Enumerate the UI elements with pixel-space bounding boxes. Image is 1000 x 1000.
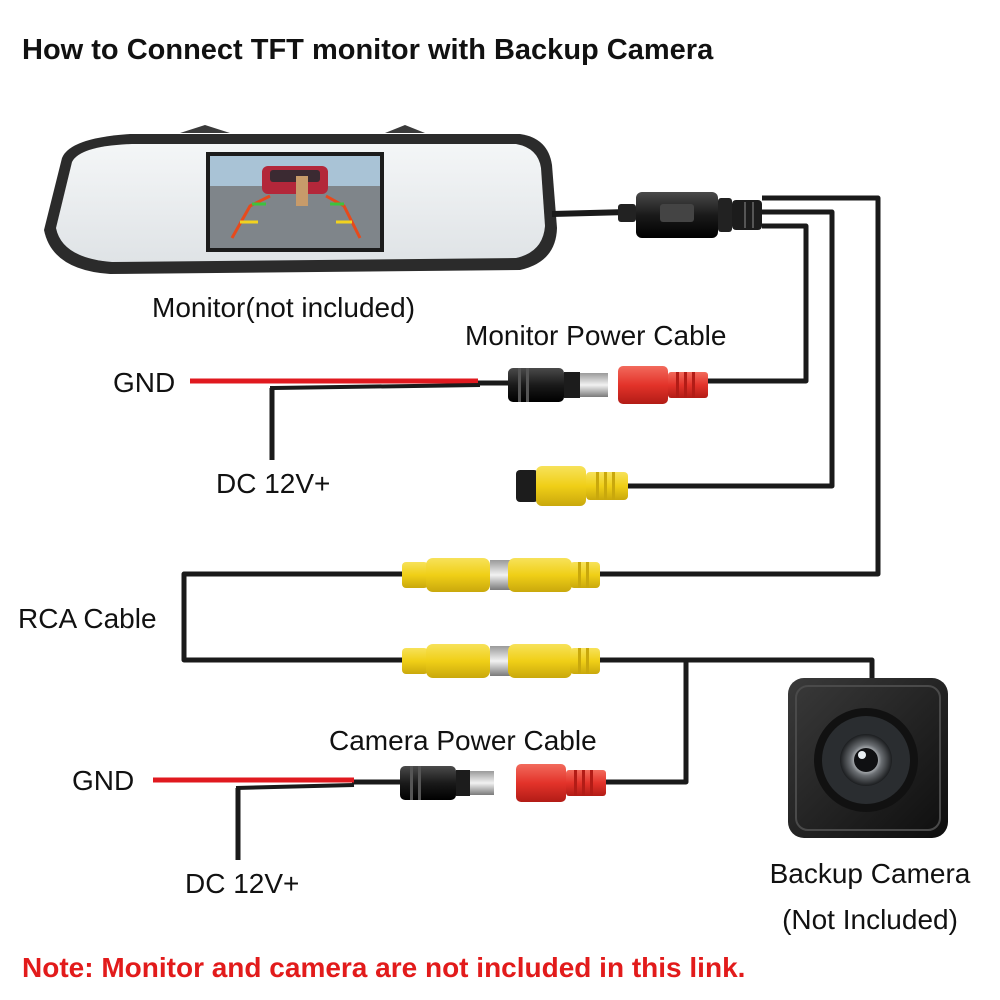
harness-splitter bbox=[618, 192, 762, 238]
rca-cable-label: RCA Cable bbox=[18, 603, 157, 634]
backup-camera-label: Backup Camera bbox=[769, 858, 971, 889]
camera-power-black-plug bbox=[400, 766, 494, 800]
not-included-label: (Not Included) bbox=[782, 904, 958, 935]
black-wires bbox=[181, 195, 881, 785]
dc-12v-top-label: DC 12V+ bbox=[216, 468, 331, 499]
monitor-power-red-plug bbox=[618, 366, 708, 404]
camera-power-cable-label: Camera Power Cable bbox=[329, 725, 597, 756]
dc-12v-bottom-label: DC 12V+ bbox=[185, 868, 300, 899]
camera-power-red-plug bbox=[516, 764, 606, 802]
gnd-top-label: GND bbox=[113, 367, 176, 398]
gnd-bottom-label: GND bbox=[72, 765, 135, 796]
rca-connector-top bbox=[402, 558, 600, 592]
monitor-power-cable-label: Monitor Power Cable bbox=[465, 320, 727, 351]
monitor-power-black-plug bbox=[508, 368, 608, 402]
power-leads-bottom bbox=[153, 777, 355, 860]
monitor-mirror bbox=[44, 125, 629, 274]
rca-connector-bottom bbox=[402, 644, 600, 678]
video-out-yellow-plug bbox=[516, 466, 628, 506]
monitor-label: Monitor(not included) bbox=[152, 292, 416, 323]
note-text: Note: Monitor and camera are not include… bbox=[22, 952, 746, 983]
power-leads-top bbox=[190, 378, 481, 460]
diagram-title: How to Connect TFT monitor with Backup C… bbox=[22, 34, 714, 66]
backup-camera bbox=[788, 678, 948, 838]
